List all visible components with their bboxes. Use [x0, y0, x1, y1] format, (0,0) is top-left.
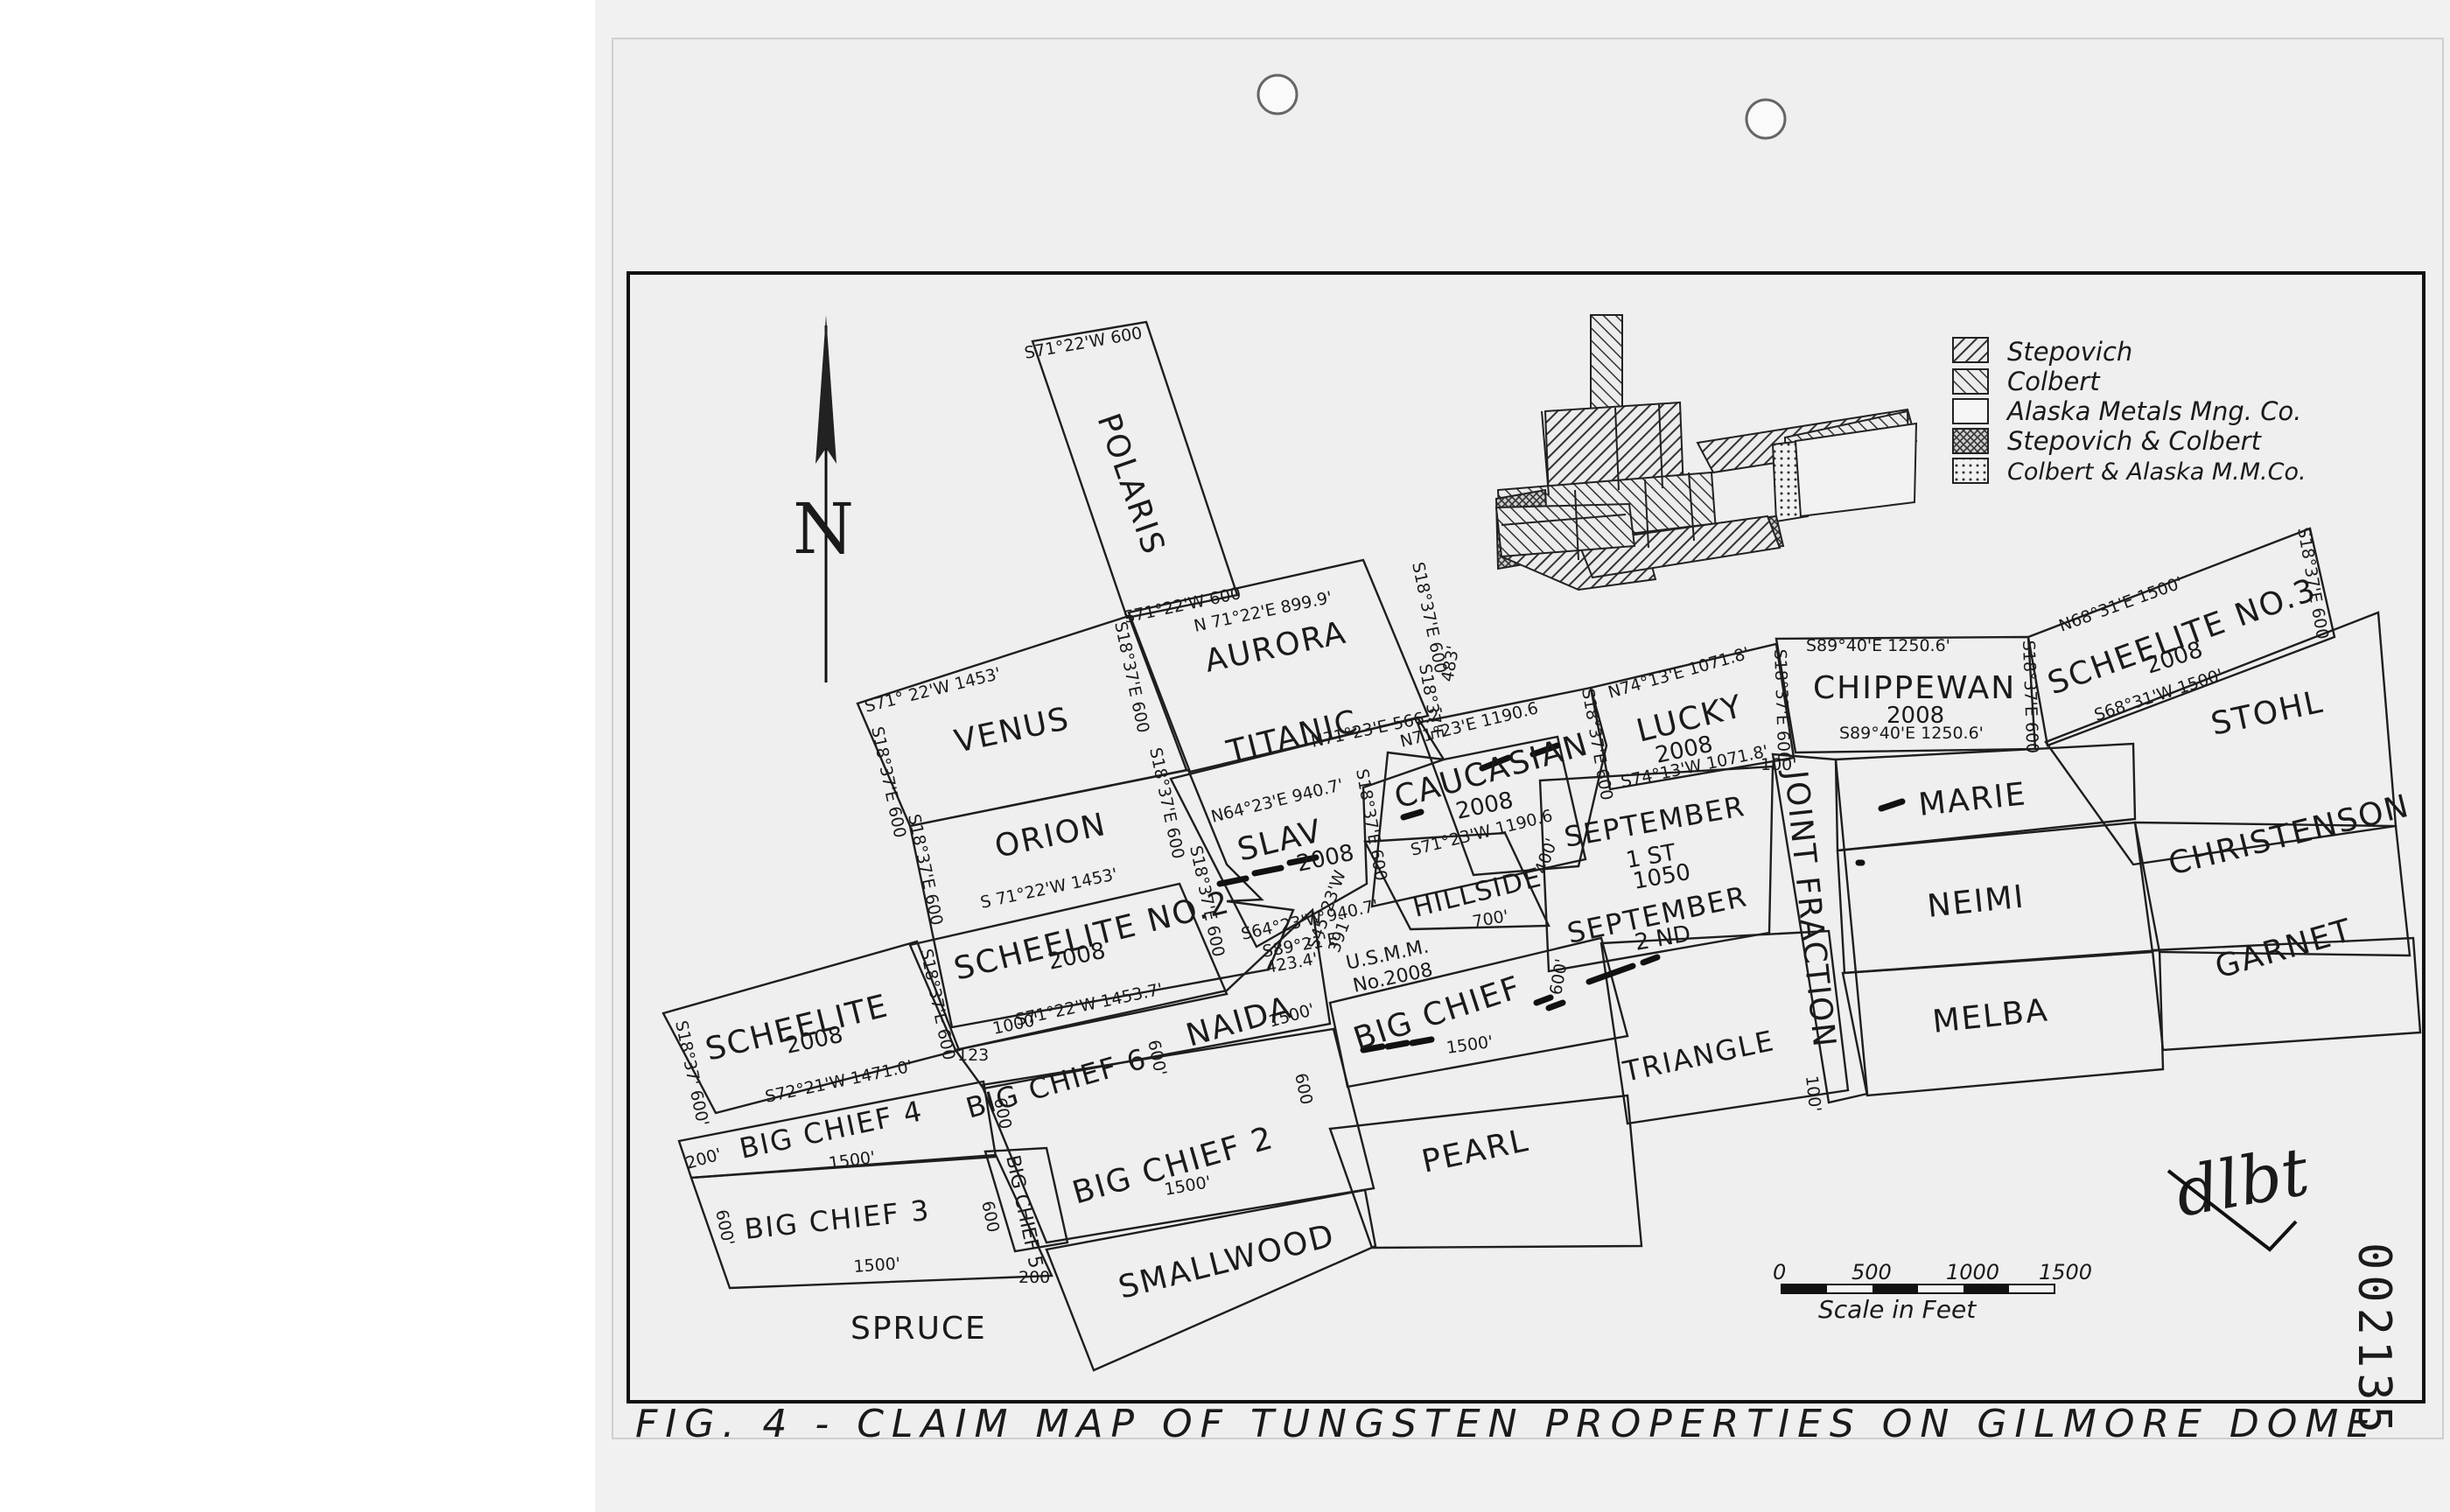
scale-label: Scale in Feet	[1818, 1295, 1977, 1324]
signature-stroke	[2166, 1169, 2298, 1252]
scale-tick: 1500	[2039, 1260, 2092, 1284]
bearing: S89°40'E 1250.6'	[1839, 724, 1984, 743]
scale-tick: 1000	[1946, 1260, 1999, 1284]
legend-item: Stepovich & Colbert	[1952, 426, 2263, 456]
legend-swatch	[1952, 368, 1989, 395]
distance: 1500'	[853, 1254, 901, 1277]
distance: 200	[1018, 1268, 1050, 1287]
bearing: S18°37'E 600	[2019, 640, 2042, 753]
scale-bar: 0 500 1000 1500 Scale in Feet	[1773, 1260, 2092, 1324]
claim-spruce: SPRUCE	[850, 1311, 987, 1347]
claim-chippewan: CHIPPEWAN	[1813, 670, 2016, 706]
bearing: S89°40'E 1250.6'	[1806, 636, 1950, 655]
bearing: S18°37'E 600	[1770, 648, 1794, 762]
legend-swatch	[1952, 398, 1989, 424]
map-caption: FIG. 4 - CLAIM MAP OF TUNGSTEN PROPERTIE…	[635, 1402, 2378, 1446]
legend-label: Alaska Metals Mng. Co.	[2006, 396, 2301, 426]
legend-item: Colbert & Alaska M.M.Co.	[1952, 458, 2306, 486]
legend-item: Stepovich	[1952, 337, 2132, 367]
legend-item: Colbert	[1952, 367, 2101, 396]
vein-traces	[1216, 742, 1906, 1054]
distance: 123	[957, 1046, 989, 1065]
distance: 100'	[1760, 755, 1797, 774]
legend-label: Colbert	[2007, 367, 2101, 396]
legend-label: Stepovich	[2007, 337, 2132, 367]
scale-tick: 500	[1852, 1260, 1892, 1284]
north-label: N	[793, 488, 854, 570]
legend-label: Colbert & Alaska M.M.Co.	[2007, 458, 2306, 486]
ownership-inset	[1494, 314, 1918, 592]
map-frame	[626, 271, 2426, 1404]
legend-item: Alaska Metals Mng. Co.	[1952, 396, 2301, 426]
legend-swatch	[1952, 428, 1989, 454]
north-arrow: N	[793, 315, 854, 682]
accession-number: 002135	[2348, 1242, 2400, 1438]
claim-outlines	[662, 320, 2422, 1372]
punch-hole	[1256, 74, 1298, 116]
legend-swatch	[1952, 337, 1989, 363]
legend-swatch	[1952, 458, 1989, 484]
year-chippewan: 2008	[1886, 703, 1944, 729]
scale-tick: 0	[1773, 1260, 1786, 1284]
punch-hole	[1745, 98, 1787, 140]
distance: 100'	[1802, 1074, 1824, 1113]
legend: Stepovich Colbert Alaska Metals Mng. Co.…	[1952, 337, 2306, 486]
legend-label: Stepovich & Colbert	[2007, 426, 2263, 456]
